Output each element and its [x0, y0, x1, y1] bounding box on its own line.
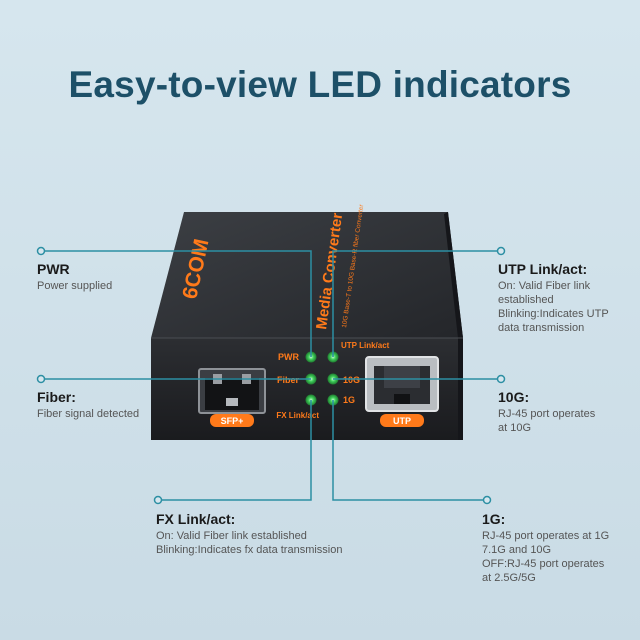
callout-desc-line: Blinking:Indicates UTP: [498, 308, 609, 320]
callout-label-utp: UTP Link/act:: [498, 261, 588, 277]
callout-endpoints: [36, 246, 506, 505]
sfp-label: SFP+: [221, 416, 244, 426]
callout-label-pwr: PWR: [37, 261, 70, 277]
callout-desc-fiber: Fiber signal detected: [37, 407, 139, 421]
callout-label-1g: 1G:: [482, 511, 506, 527]
callout-desc-1g: RJ-45 port operates at 1G 7.1G and 10G O…: [482, 529, 609, 585]
led-label-pwr: PWR: [278, 352, 299, 362]
callout-dot-fiber: [36, 374, 46, 384]
callout-desc-line: Power supplied: [37, 280, 113, 292]
callout-label-10g: 10G:: [498, 389, 530, 405]
callout-desc-line: 7.1G and 10G: [482, 544, 552, 556]
callout-lines: [41, 250, 501, 501]
callout-line-utp: [332, 250, 501, 357]
callout-desc-line: RJ-45 port operates: [498, 408, 596, 420]
led-label-fx: FX Link/act: [276, 411, 319, 420]
callout-dot-fx: [153, 495, 163, 505]
callout-line-pwr: [41, 250, 312, 357]
callout-desc-line: established: [498, 294, 554, 306]
callout-desc-10g: RJ-45 port operates at 10G: [498, 407, 595, 435]
led-label-10g: 10G: [343, 375, 360, 385]
led-label-fiber: Fiber: [277, 375, 300, 385]
utp-label-badge: [380, 414, 424, 427]
callout-desc-line: Blinking:Indicates fx data transmission: [156, 544, 343, 556]
callout-dot-pwr: [36, 246, 46, 256]
callout-dot-1g: [482, 495, 492, 505]
callout-desc-line: at 10G: [498, 422, 532, 434]
callout-line-fx: [158, 400, 312, 501]
led-label-1g: 1G: [343, 395, 355, 405]
callout-desc-utp: On: Valid Fiber link established Blinkin…: [498, 279, 609, 335]
callout-desc-line: On: Valid Fiber link established: [156, 530, 307, 542]
callout-label-fiber: Fiber:: [37, 389, 76, 405]
callout-dot-10g: [496, 374, 506, 384]
device-right-edge: [444, 212, 463, 440]
callout-desc-line: at 2.5G/5G: [482, 572, 536, 584]
callout-label-fx: FX Link/act:: [156, 511, 236, 527]
callout-dot-utp: [496, 246, 506, 256]
callout-desc-line: RJ-45 port operates at 1G: [482, 530, 610, 542]
callout-desc-line: OFF:RJ-45 port operates: [482, 558, 605, 570]
led-label-utp: UTP Link/act: [341, 341, 390, 350]
page-title: Easy-to-view LED indicators: [68, 64, 572, 105]
sfp-label-badge: [210, 414, 254, 427]
callout-line-1g: [332, 400, 487, 501]
callout-desc-line: On: Valid Fiber link: [498, 280, 591, 292]
utp-label: UTP: [393, 416, 411, 426]
callout-desc-line: Fiber signal detected: [37, 408, 140, 420]
callout-desc-pwr: Power supplied: [37, 279, 112, 293]
callout-desc-fx: On: Valid Fiber link established Blinkin…: [156, 529, 342, 557]
callout-desc-line: data transmission: [498, 322, 585, 334]
device-top-face: [151, 212, 463, 338]
